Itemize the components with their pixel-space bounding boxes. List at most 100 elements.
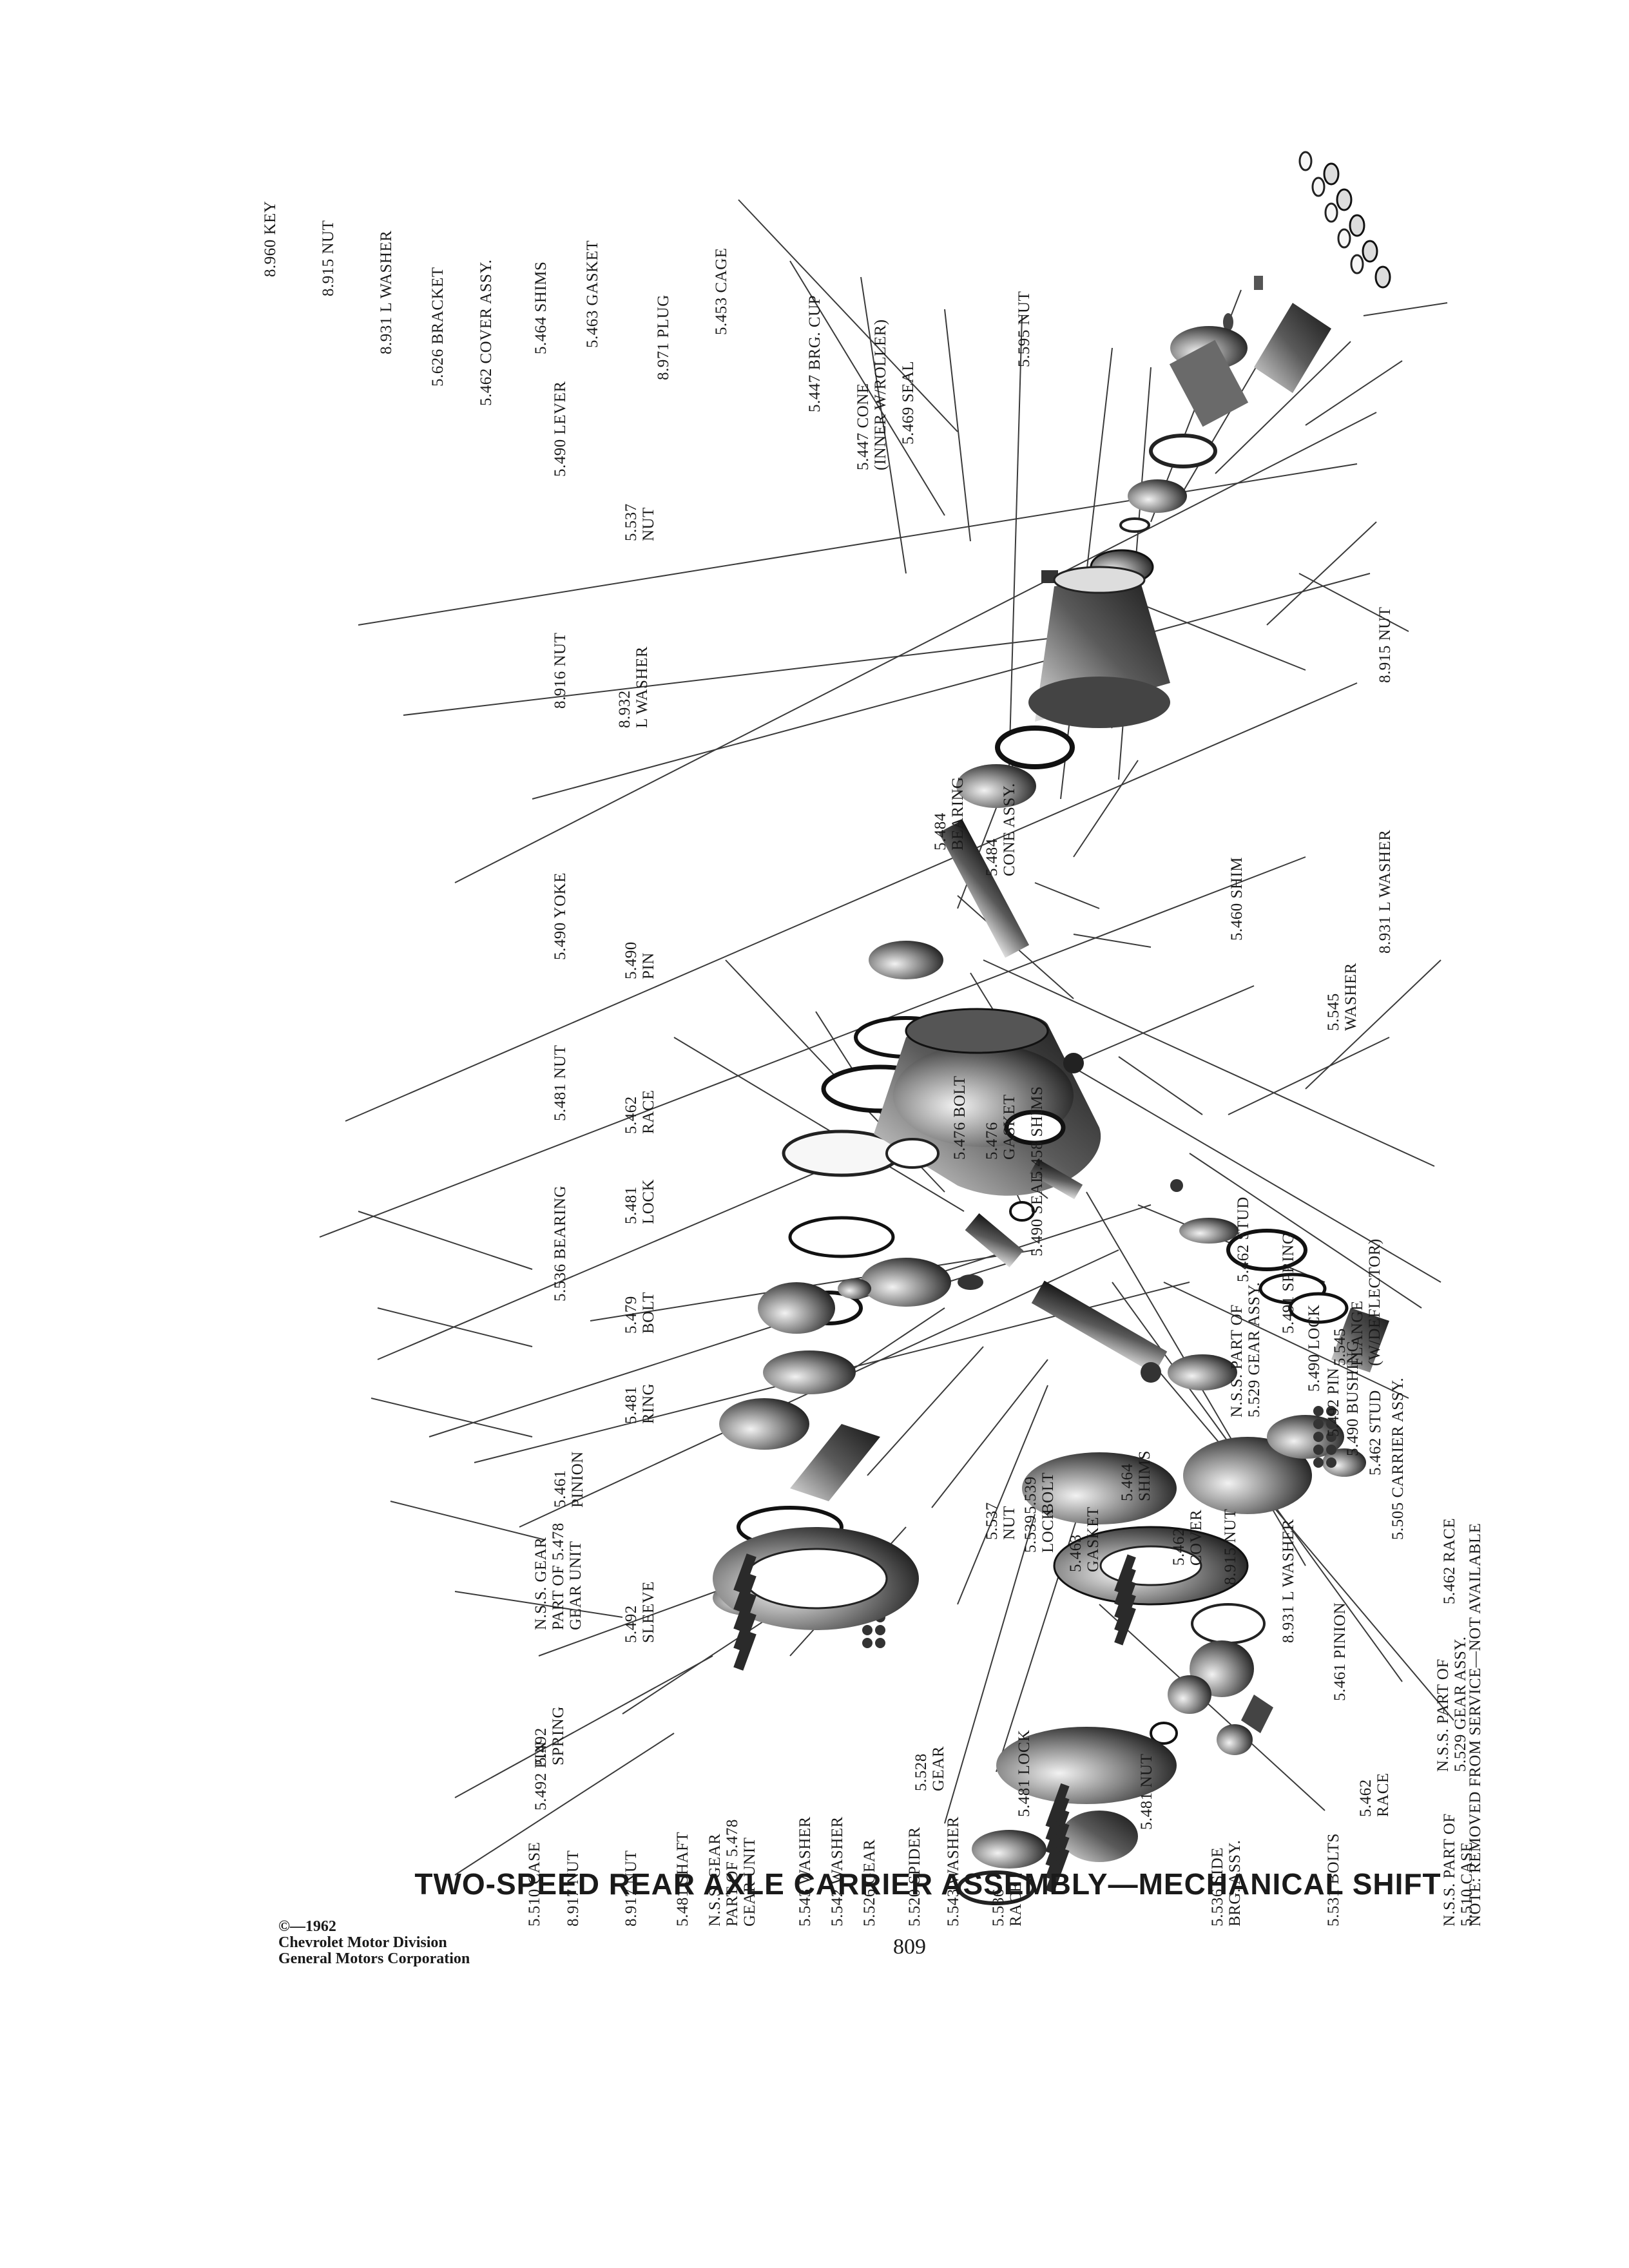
callout-5536-bearing: 5.536 BEARING [552,1185,569,1302]
copyright-corporation: General Motors Corporation [278,1950,470,1967]
callout-5491-spring: 5.491 SPRING [1280,1232,1297,1334]
page-title: TWO-SPEED REAR AXLE CARRIER ASSEMBLY—MEC… [414,1867,1441,1901]
pinion-shaft-icon [1031,1280,1168,1374]
callout-8971-plug: 8.971 PLUG [655,294,672,380]
callout-note-removed-from-service: NOTE: REMOVED FROM SERVICE—NOT AVAILABLE [1467,1523,1484,1927]
callout-8915-nut-lower: 8.915 NUT [1222,1508,1239,1585]
nut-washer-strip-icon [1298,151,1391,289]
lock-small-icon [838,1278,871,1299]
side-bolt-strip-icon [1313,1406,1336,1468]
drive-pinion-icon [869,820,1030,979]
callout-5492-pin: 5.492 PIN [1325,1367,1342,1437]
differential-ring-parts [713,1258,951,1671]
key-icon [1254,276,1263,290]
copyright-year: ©—1962 [278,1918,336,1935]
pinion-cone-icon [956,764,1036,808]
callout-8931-l-washer-right: 8.931 L WASHER [1376,829,1394,954]
nut-small-icon [1170,1179,1183,1192]
ring-bolt-strip-icon [733,1553,757,1671]
callout-5492-pin-left: 5.492 PIN [532,1741,550,1811]
callout-5490-bushing: 5.490 BUSHING [1344,1340,1362,1456]
callout-5462-stud: 5.462 STUD [1235,1196,1252,1282]
callout-8931-l-washer-lower: 8.931 L WASHER [1280,1519,1297,1643]
callout-5490-seal: 5.490 SEAL [1028,1173,1046,1256]
callout-8916-nut: 8.916 NUT [552,632,569,709]
spider-icon [1241,1695,1273,1733]
bevel-pinion-icon [1168,1354,1237,1390]
callout-5490-lever: 5.490 LEVER [552,381,569,477]
companion-flange-icon [1169,303,1331,427]
side-bearing-icon [719,1398,809,1450]
copyright-division: Chevrolet Motor Division [278,1934,447,1951]
callout-5462-stud-lower: 5.462 STUD [1367,1390,1384,1475]
side-race-icon [957,1870,1036,1905]
yoke-nut-icon [958,1274,983,1290]
callout-5481-nut: 5.481 NUT [552,1044,569,1121]
side-cover-icon [1331,1308,1389,1372]
side-bearing-assy-icon [972,1830,1046,1869]
washer-small-icon [1223,313,1233,331]
spring-strip-icon [1114,1554,1136,1646]
callout-5481-lock-lower: 5.481 LOCK [1016,1729,1033,1817]
side-shims-icon [1288,1292,1349,1324]
pinion-small-icon [1267,1415,1344,1459]
callout-5464-shims: 5.464 SHIMS [532,261,550,354]
ring-gear-icon [713,1527,919,1630]
callout-5463-gasket: 5.463 GASKET [584,240,601,348]
callout-5490-lock: 5.490 LOCK [1306,1304,1323,1392]
case-bolt-strip-icon [1045,1783,1070,1894]
shim-icon [1119,517,1150,533]
callout-5462-race-right: 5.462 RACE [1441,1517,1458,1604]
cover-gasket-icon [788,1216,895,1258]
bearing-cup-ring-icon [995,726,1075,769]
bolt-small-icon [1141,1362,1161,1383]
lever-seal-icon [1004,1110,1066,1146]
callout-8960-key: 8.960 KEY [262,200,279,277]
seal-icon [1149,434,1217,468]
shift-lever-parts [958,1110,1083,1290]
planetary-gear-parts [1022,1280,1366,1646]
callout-5490-yoke: 5.490 YOKE [552,872,569,960]
bracket-icon [790,1424,880,1501]
lock-nut-icon [1322,1448,1366,1477]
callout-5626-bracket: 5.626 BRACKET [429,267,447,387]
callout-5458-shims: 5.458 SHIMS [1028,1086,1046,1179]
thrust-washer-icon [1150,1722,1178,1745]
callout-8931-l-washer: 8.931 L WASHER [378,230,395,354]
callout-5460-shim: 5.460 SHIM [1228,856,1246,941]
sleeve-icon [1022,1452,1177,1524]
lever-icon [1029,1158,1083,1200]
callout-5469-seal: 5.469 SEAL [900,361,917,445]
callout-5461-pinion-lower: 5.461 PINION [1331,1602,1349,1701]
callout-5447-brg-cup: 5.447 BRG. CUP [806,294,824,412]
differential-case-icon [996,1727,1177,1862]
pin-icon [1009,1201,1035,1222]
exploded-diagram-rotated: 8.960 KEY 8.915 NUT 8.931 L WASHER 5.626… [262,110,1486,1927]
cover-assy-icon [763,1350,856,1394]
cone-inner-icon [1128,479,1187,513]
differential-case-parts [957,1603,1273,1905]
bearing-cage-icon [1028,566,1170,728]
callout-5505-carrier-assy: 5.505 CARRIER ASSY. [1389,1377,1407,1540]
exploded-view-artwork [319,151,1454,1905]
